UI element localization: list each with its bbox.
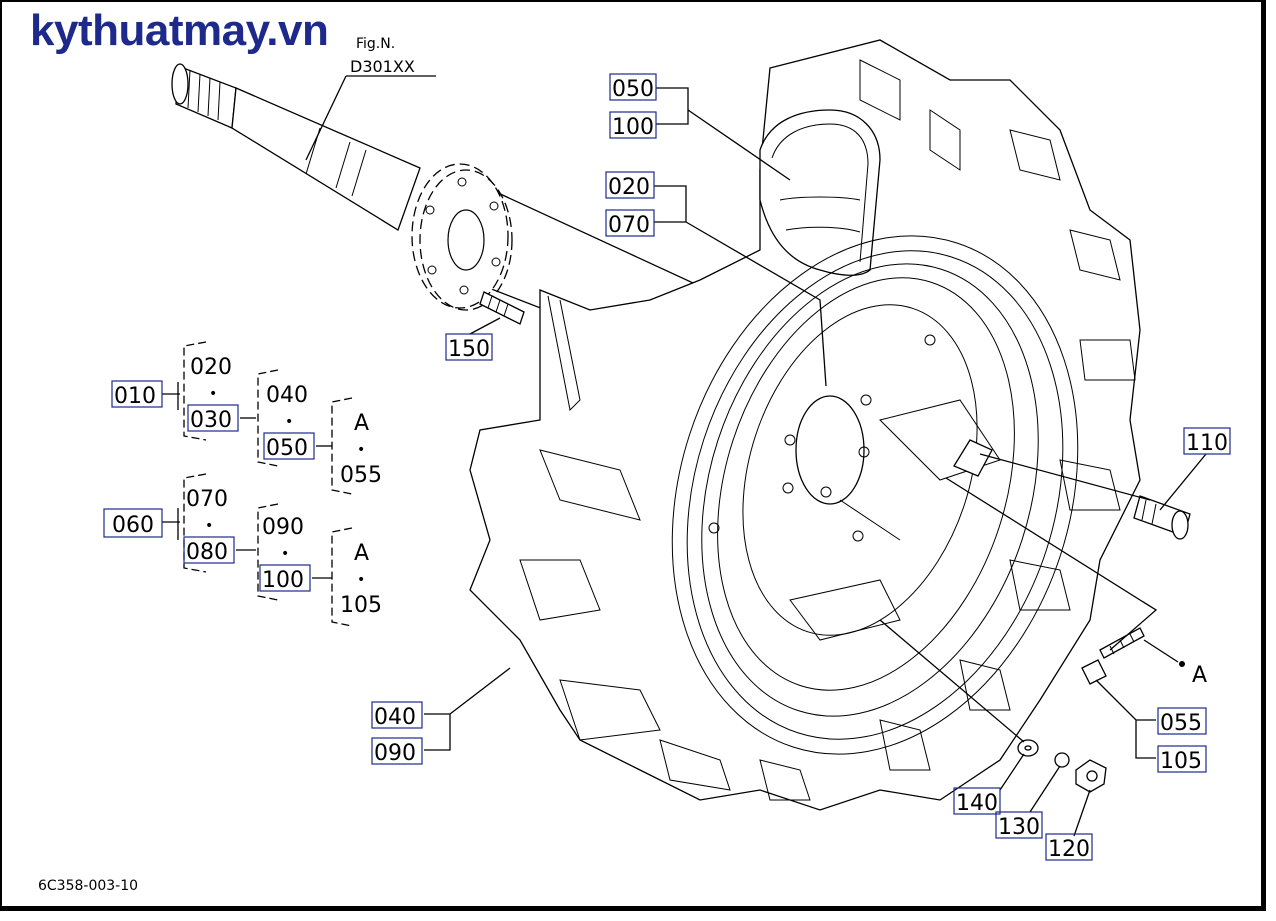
svg-text:050: 050 xyxy=(612,77,654,102)
svg-text:105: 105 xyxy=(1160,749,1202,774)
tree-100: 100 xyxy=(262,568,304,593)
tree-brackets xyxy=(162,341,353,627)
figure-reference: Fig.N. D301XX xyxy=(350,36,415,76)
fig-ref-line2: D301XX xyxy=(350,57,415,76)
hub-flange xyxy=(411,163,513,311)
svg-text:•: • xyxy=(285,414,293,430)
svg-text:055: 055 xyxy=(1160,711,1202,736)
svg-text:140: 140 xyxy=(956,791,998,816)
tree-030: 030 xyxy=(190,408,232,433)
svg-text:070: 070 xyxy=(608,213,650,238)
tractor-wheel xyxy=(469,39,1141,811)
svg-text:•: • xyxy=(357,572,365,588)
tree-080: 080 xyxy=(186,540,228,565)
callout-150: 150 xyxy=(445,333,493,362)
stud-bolt-a xyxy=(1099,627,1145,659)
tree-070: 070 xyxy=(186,487,228,512)
tree-a2: A xyxy=(354,541,369,566)
callout-040a: 040 xyxy=(371,701,423,730)
stud-bolt-150 xyxy=(479,291,525,325)
tree-a1: A xyxy=(354,411,369,436)
callout-120: 120 xyxy=(1045,833,1093,862)
tree-055: 055 xyxy=(340,463,382,488)
callout-090a: 090 xyxy=(371,737,423,766)
callout-110: 110 xyxy=(1183,427,1231,456)
callout-a: A xyxy=(1179,661,1207,688)
svg-text:•: • xyxy=(209,386,217,402)
tree-060: 060 xyxy=(112,513,154,538)
callout-140: 140 xyxy=(953,787,1001,816)
svg-text:090: 090 xyxy=(374,741,416,766)
svg-text:110: 110 xyxy=(1186,431,1228,456)
brand-watermark: kythuatmay.vn xyxy=(30,6,329,55)
svg-text:150: 150 xyxy=(448,337,490,362)
callout-020a: 020 xyxy=(605,171,655,200)
callout-105a: 105 xyxy=(1157,745,1207,774)
valve-assembly-110 xyxy=(953,439,1191,540)
tree-group-1: 010 020 • 030 040 • 050 A • 055 xyxy=(111,355,382,488)
leader-lines xyxy=(305,75,1207,837)
callout-055a: 055 xyxy=(1157,707,1207,736)
callout-070a: 070 xyxy=(605,209,655,238)
tree-105: 105 xyxy=(340,593,382,618)
callout-100a: 100 xyxy=(609,111,657,140)
tree-090: 090 xyxy=(262,515,304,540)
svg-text:130: 130 xyxy=(998,815,1040,840)
svg-text:A: A xyxy=(1192,663,1207,688)
svg-text:020: 020 xyxy=(608,175,650,200)
tree-050: 050 xyxy=(266,436,308,461)
fig-ref-line1: Fig.N. xyxy=(356,36,395,52)
callout-130: 130 xyxy=(995,811,1043,840)
tree-020: 020 xyxy=(190,355,232,380)
svg-text:100: 100 xyxy=(612,115,654,140)
fasteners-bottom xyxy=(1017,739,1107,793)
tree-040: 040 xyxy=(266,383,308,408)
drawing-code: 6C358-003-10 xyxy=(38,878,138,894)
callout-050a: 050 xyxy=(609,73,657,102)
nut-055 xyxy=(1081,659,1107,685)
svg-text:•: • xyxy=(205,518,213,534)
svg-text:120: 120 xyxy=(1048,837,1090,862)
svg-text:•: • xyxy=(357,442,365,458)
svg-text:•: • xyxy=(281,546,289,562)
svg-text:040: 040 xyxy=(374,705,416,730)
tree-010: 010 xyxy=(114,384,156,409)
tree-group-2: 060 070 • 080 090 • 100 A • 105 xyxy=(103,487,382,618)
